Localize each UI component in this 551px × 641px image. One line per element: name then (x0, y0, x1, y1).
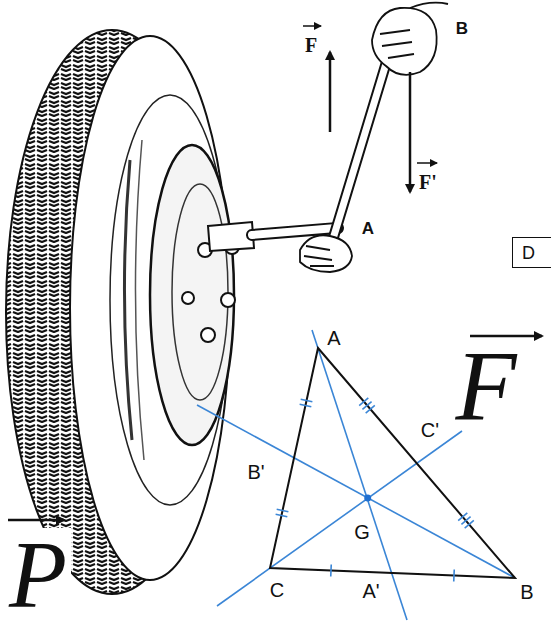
tick-mark (301, 399, 313, 402)
tire-drawing (6, 30, 239, 594)
tick-mark (453, 570, 455, 582)
tick-mark (461, 517, 470, 525)
midpoint-label: B' (247, 462, 264, 482)
tick-mark (362, 402, 371, 410)
tick-mark (458, 513, 467, 521)
vector-symbol: P (5, 528, 71, 623)
tick-marks (276, 398, 474, 582)
force-label: F (305, 35, 317, 55)
vector-symbol: F (455, 336, 516, 436)
vertex-label: A (327, 328, 340, 348)
tick-mark (330, 565, 332, 577)
tick-mark (366, 405, 375, 413)
vertex-label: C (270, 580, 284, 600)
tick-mark (276, 514, 288, 517)
force-arrow (329, 52, 332, 132)
force-arrow (409, 72, 412, 192)
midpoint-label: A' (362, 581, 379, 601)
centroid-label: G (354, 522, 370, 542)
vector-arrow (303, 25, 321, 27)
point-label: A (362, 220, 374, 237)
text-box: D (512, 237, 551, 268)
tick-mark (300, 404, 312, 407)
vector-arrow (8, 519, 64, 522)
tick-mark (465, 520, 474, 528)
tick-mark (277, 509, 289, 512)
centroid-dot (364, 495, 371, 502)
vertex-label: B (520, 582, 533, 602)
hands (300, 3, 448, 272)
midpoint-label: C' (421, 420, 439, 440)
force-label: F' (419, 172, 437, 192)
vector-arrow (417, 162, 437, 164)
point-label: B (456, 20, 468, 37)
box-text: D (522, 244, 535, 262)
tick-mark (359, 398, 368, 406)
